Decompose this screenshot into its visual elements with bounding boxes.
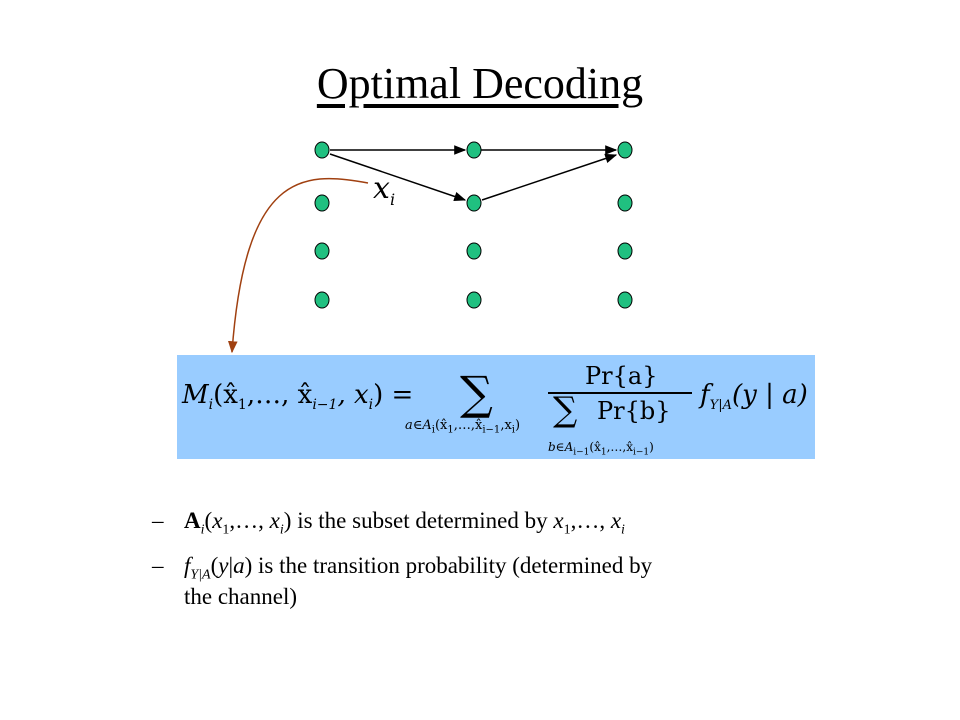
formula-box	[177, 355, 815, 459]
den-sub-rest3: )	[649, 440, 654, 454]
formula-lhs: Mi(x̂1,…, x̂i−1, xi) =	[182, 380, 413, 413]
bullet-x1: x	[212, 508, 223, 533]
formula-sub-i: i	[368, 397, 374, 414]
bullet-mid: ,…,	[229, 508, 270, 533]
bullet-f-sub: Y|A	[190, 567, 211, 583]
den-sub-1: 1	[600, 447, 607, 458]
trellis-node	[617, 141, 633, 159]
bullet-subset: –Ai(x1,…, xi) is the subset determined b…	[152, 508, 625, 539]
formula-M: M	[182, 380, 209, 410]
formula-M-sub: i	[208, 397, 214, 414]
pointer-arrow	[228, 177, 369, 354]
formula-sum: ∑	[460, 366, 493, 420]
sum-sub-im1: i−1	[482, 424, 501, 436]
formula-numerator: Pr{a}	[585, 362, 658, 390]
sum-sub-rest3: ,x	[500, 418, 512, 433]
trellis-node	[466, 291, 482, 309]
trellis-node	[617, 242, 633, 260]
den-sub-rest: (x̂	[589, 440, 601, 454]
formula-args3: , x	[337, 380, 369, 410]
edge-label-sub: i	[390, 190, 395, 209]
formula-sub-im1: i−1	[312, 397, 338, 414]
fraction-bar	[548, 392, 692, 394]
bullet-oneb: 1	[563, 522, 571, 538]
formula-den-sub: b∈Ai−1(x̂1,…,x̂i−1)	[548, 440, 654, 457]
sum-sub-i: i	[431, 424, 435, 436]
den-sub-im1: i−1	[573, 447, 590, 458]
bullet-y: y	[218, 553, 229, 578]
trellis-node	[314, 141, 330, 159]
bullet-args-open: (	[210, 553, 219, 578]
den-sub-b: b∈A	[548, 440, 574, 454]
formula-args4: ) =	[373, 380, 414, 410]
bullet-A-sub: i	[200, 522, 205, 538]
bullet-transition: –fY|A(y|a) is the transition probability…	[152, 553, 652, 610]
bullet-dash: –	[152, 508, 164, 533]
trellis-node	[617, 291, 633, 309]
bullet-dash: –	[152, 553, 164, 578]
formula-args: (x̂	[213, 380, 238, 410]
formula-sum-sub: a∈Ai(x̂1,…,x̂i−1,xi)	[405, 418, 520, 436]
formula-f: f	[700, 380, 710, 410]
trellis-nodes	[314, 141, 633, 309]
sum-sub-rest: (x̂	[434, 418, 448, 433]
formula-args2: ,…, x̂	[246, 380, 313, 410]
trellis-node	[466, 194, 482, 212]
sum-sub-rest4: )	[514, 418, 521, 433]
bullet-xi: x	[269, 508, 280, 533]
trellis-node	[466, 141, 482, 159]
den-sub-rest2: ,…,x̂	[606, 440, 633, 454]
formula-denominator: Pr{b}	[597, 397, 671, 425]
trellis-node	[314, 194, 330, 212]
bullet-a: a	[233, 553, 245, 578]
bullet-text: is the subset determined by	[291, 508, 554, 533]
slide-title: Optimal Decoding	[316, 59, 644, 108]
formula-likelihood: fY|A(y | a)	[700, 380, 808, 413]
formula-f-args: (y | a)	[731, 380, 808, 410]
bullet-A: A	[184, 508, 201, 533]
trellis-node	[617, 194, 633, 212]
trellis-node	[314, 291, 330, 309]
formula-den-sum: ∑	[553, 390, 578, 430]
bullet-open: (	[204, 508, 213, 533]
bullet-midb: ,…,	[570, 508, 611, 533]
sum-sub-i2: i	[511, 424, 515, 436]
formula-sub-1: 1	[237, 397, 247, 414]
trellis-edge	[329, 153, 467, 202]
edge-label-x: x	[373, 171, 390, 206]
bullet-bar: |	[228, 553, 234, 578]
bullet-i: i	[279, 522, 284, 538]
trellis-node	[314, 242, 330, 260]
bullet-f: f	[184, 553, 191, 578]
sum-sub-a: a∈A	[405, 418, 432, 433]
trellis-node	[466, 242, 482, 260]
bullet-line2: the channel)	[184, 583, 298, 609]
trellis-edge	[481, 153, 618, 201]
bullet-one: 1	[222, 522, 230, 538]
bullet-text: is the transition probability (determine…	[252, 553, 653, 578]
sum-sub-1: 1	[447, 424, 454, 436]
bullet-close: )	[283, 508, 292, 533]
formula-f-sub: Y|A	[709, 398, 732, 414]
bullet-args-close: )	[244, 553, 253, 578]
bullet-xib: x	[610, 508, 622, 533]
bullet-x1b: x	[553, 508, 564, 533]
sum-sub-rest2: ,…,x̂	[453, 418, 483, 433]
den-sub-im1b: i−1	[632, 447, 650, 458]
bullet-ib: i	[621, 522, 625, 538]
